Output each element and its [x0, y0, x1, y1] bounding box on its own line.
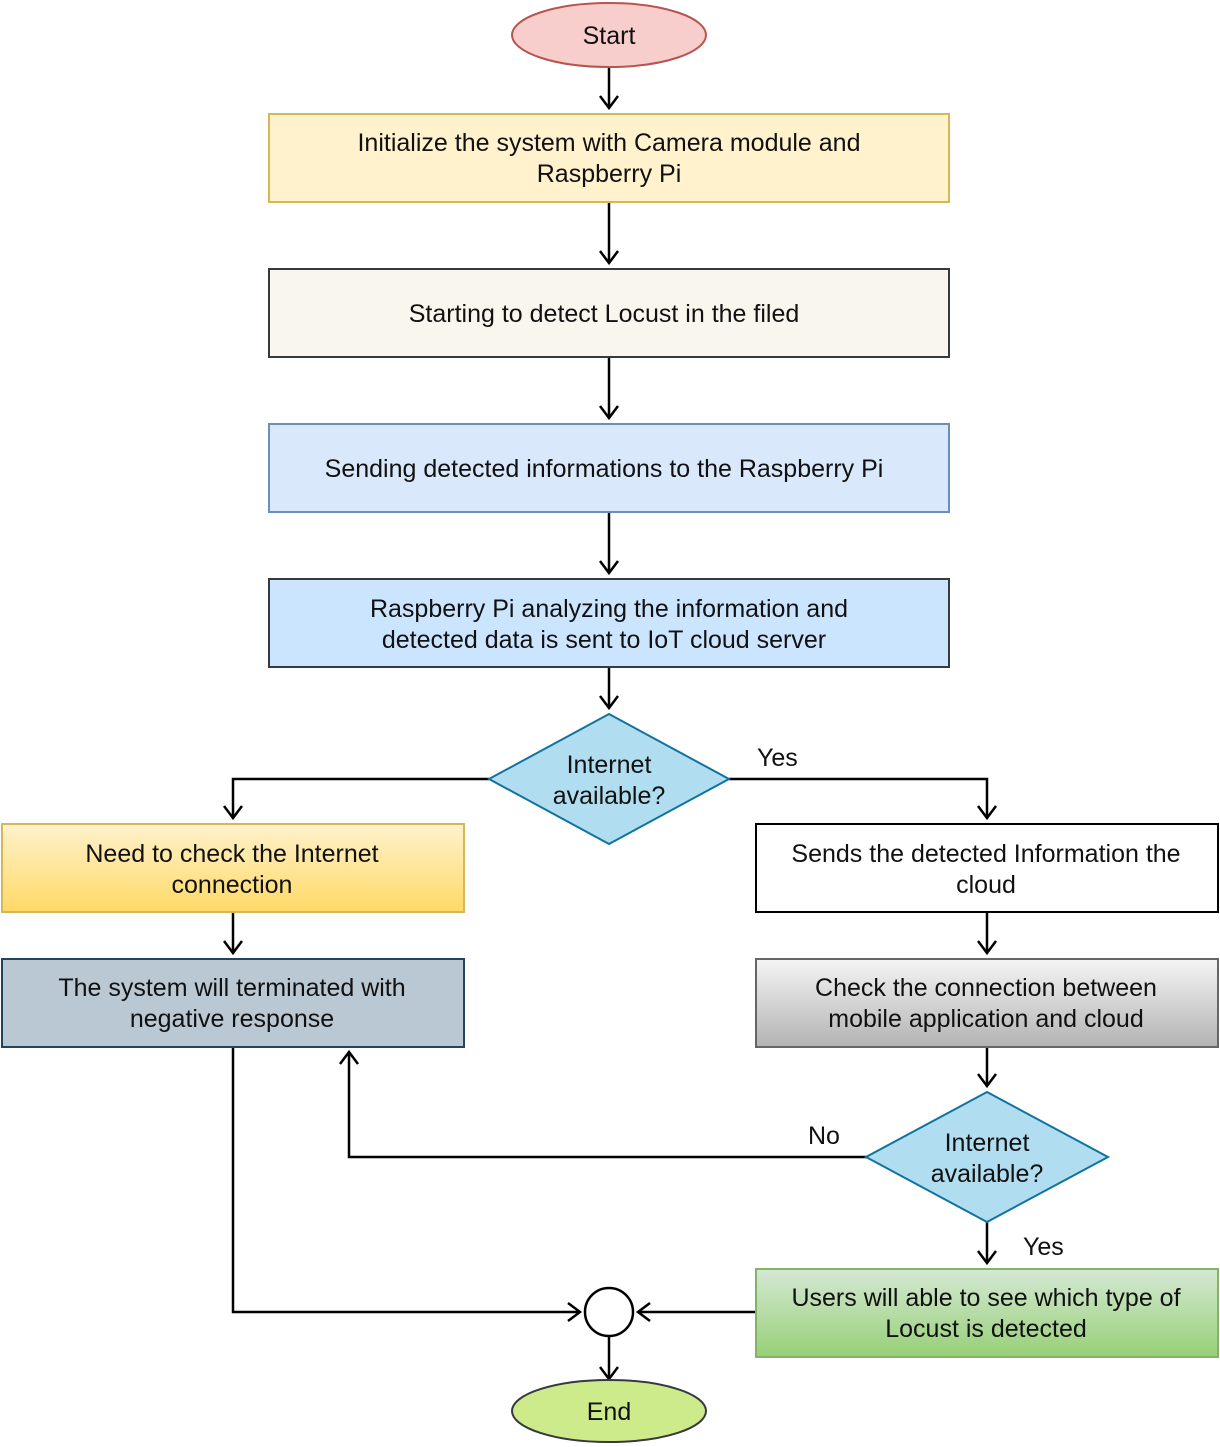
svg-text:available?: available?: [553, 782, 666, 810]
svg-text:Raspberry Pi analyzing the inf: Raspberry Pi analyzing the information a…: [370, 595, 848, 623]
edges: [223, 68, 997, 1382]
svg-text:negative response: negative response: [130, 1005, 334, 1033]
merge-junction: [583, 1286, 635, 1338]
svg-text:mobile application and cloud: mobile application and cloud: [828, 1005, 1144, 1033]
node-system-terminated: The system will terminated with negative…: [1, 958, 465, 1048]
node-start: Start: [511, 2, 707, 68]
svg-text:Start: Start: [583, 22, 636, 50]
svg-text:Internet: Internet: [567, 751, 652, 779]
decision-internet-available-2: Internet available?: [863, 1090, 1111, 1224]
edge-label-yes-internet1: Yes: [757, 744, 798, 772]
decision-internet-available-1: Internet available?: [486, 712, 732, 846]
svg-text:End: End: [587, 1398, 631, 1426]
svg-text:Sending detected informations: Sending detected informations to the Ras…: [325, 455, 884, 483]
svg-text:Need to check the Internet: Need to check the Internet: [85, 840, 378, 868]
svg-text:cloud: cloud: [956, 871, 1016, 899]
svg-text:Sends the detected Information: Sends the detected Information the: [791, 840, 1180, 868]
node-check-internet-connection: Need to check the Internet connection: [1, 823, 465, 913]
arrowhead: [977, 1073, 997, 1089]
arrowhead: [339, 1049, 359, 1065]
node-detect-locust: Starting to detect Locust in the filed: [268, 268, 950, 358]
arrowhead: [977, 940, 997, 956]
arrowhead: [599, 405, 619, 421]
edge-internet1-to-checkinternet: [231, 777, 489, 818]
edge-terminate-to-merge: [231, 1047, 580, 1314]
arrowhead: [977, 1250, 997, 1266]
arrowhead: [977, 805, 997, 821]
svg-text:Internet: Internet: [945, 1129, 1030, 1157]
svg-text:available?: available?: [931, 1160, 1044, 1188]
svg-text:Starting to detect Locust in t: Starting to detect Locust in the filed: [409, 300, 800, 328]
edge-internet1-yes-to-sendcloud: [729, 777, 989, 818]
svg-text:Users will able to see which t: Users will able to see which type of: [791, 1284, 1180, 1312]
node-initialize-system: Initialize the system with Camera module…: [268, 113, 950, 203]
svg-text:The system will terminated wit: The system will terminated with: [58, 974, 405, 1002]
arrowhead: [599, 695, 619, 711]
arrowhead: [223, 805, 243, 821]
svg-text:Raspberry Pi: Raspberry Pi: [537, 160, 682, 188]
svg-text:Locust is detected: Locust is detected: [885, 1315, 1087, 1343]
node-send-to-raspberry-pi: Sending detected informations to the Ras…: [268, 423, 950, 513]
svg-text:Check the connection between: Check the connection between: [815, 974, 1157, 1002]
svg-text:connection: connection: [172, 871, 293, 899]
node-end: End: [511, 1379, 707, 1443]
arrowhead: [567, 1302, 583, 1322]
edge-label-no-internet2: No: [808, 1122, 840, 1150]
node-send-to-cloud: Sends the detected Information the cloud: [755, 823, 1219, 913]
node-raspberry-pi-analyze: Raspberry Pi analyzing the information a…: [268, 578, 950, 668]
arrowhead: [599, 250, 619, 266]
svg-text:detected data is sent to IoT c: detected data is sent to IoT cloud serve…: [382, 626, 826, 654]
node-users-see-locust-type: Users will able to see which type of Loc…: [755, 1268, 1219, 1358]
arrowhead: [635, 1302, 651, 1322]
edge-internet2-no-to-terminate: [347, 1052, 867, 1159]
svg-text:Initialize the system with Cam: Initialize the system with Camera module…: [357, 129, 860, 157]
arrowhead: [599, 95, 619, 111]
node-check-app-cloud-connection: Check the connection between mobile appl…: [755, 958, 1219, 1048]
arrowhead: [223, 940, 243, 956]
edge-label-yes-internet2: Yes: [1023, 1233, 1064, 1261]
arrowhead: [599, 560, 619, 576]
